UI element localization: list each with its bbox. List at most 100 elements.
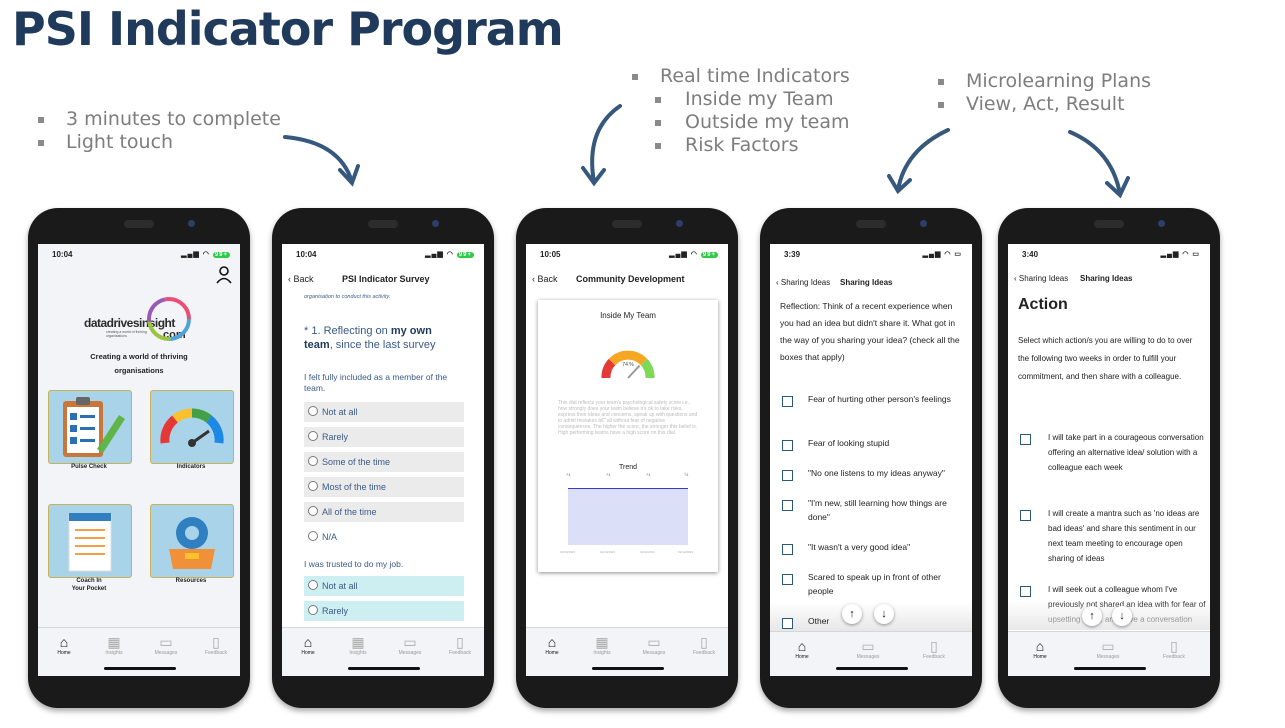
scroll-up-button[interactable]: ↑ [1082,606,1102,626]
tile-pulse-check[interactable] [48,390,132,464]
calculator-icon: ▦ [107,634,121,650]
checkbox[interactable] [1020,434,1031,445]
tab-messages[interactable]: ▭Messages [634,634,674,656]
tab-label: Feedback [449,650,471,656]
checkbox[interactable] [782,396,793,407]
status-icons: ▂▄▆ ◠ 99+ [181,251,230,258]
psi-gauge [601,350,655,379]
tab-bar: ⌂Home ▭Messages ▯Feedback [1008,631,1210,676]
radio-circle [308,456,318,466]
tab-feedback[interactable]: ▯Feedback [196,634,236,656]
home-indicator [348,667,420,670]
radio-option[interactable]: Most of the time [304,477,464,497]
trend-point-label: 74 [646,472,651,477]
checkbox-label: "I'm new, still learning how things are … [808,498,947,522]
radio-circle [308,431,318,441]
scroll-fade [770,602,972,632]
arrow-to-indicators-a [590,104,622,184]
profile-icon[interactable] [216,266,232,284]
radio-option[interactable]: Some of the time [304,452,464,472]
tagline-line2: organisations [114,366,164,375]
nav-bar: ‹ Sharing Ideas Sharing Ideas [1008,274,1210,290]
checkbox[interactable] [1020,510,1031,521]
checkbox[interactable] [782,618,793,629]
checkbox[interactable] [782,470,793,481]
tab-insights[interactable]: ▦Insights [582,634,622,656]
home-icon: ⌂ [303,634,313,650]
nav-title: Sharing Ideas [1080,274,1133,283]
tab-home[interactable]: ⌂Home [782,638,822,660]
trend-point-label: 74 [566,472,571,477]
radio-circle [308,531,318,541]
checkbox[interactable] [782,500,793,511]
tab-label: Feedback [693,650,715,656]
tab-label: Insights [105,650,123,656]
back-button[interactable]: ‹ Sharing Ideas [1014,274,1068,283]
trend-chart [568,488,688,545]
front-camera [188,220,195,227]
radio-option[interactable]: Rarely [304,427,464,447]
checkbox[interactable] [782,440,793,451]
tab-feedback[interactable]: ▯Feedback [914,638,954,660]
radio-circle [308,605,318,615]
checkbox-label: Scared to speak up in front of other peo… [808,572,941,596]
indicator-card: Inside My Team 74 % This dial reflects y… [538,300,718,572]
tile-label-pulse-check: Pulse Check [71,464,107,470]
option-label: Not at all [322,581,358,591]
tab-feedback[interactable]: ▯Feedback [1154,638,1194,660]
tile-label-coach-2: Your Pocket [71,586,107,592]
back-button[interactable]: ‹ Back [532,274,558,284]
tab-feedback[interactable]: ▯Feedback [440,634,480,656]
notepad-icon [68,513,112,572]
checkbox[interactable] [1020,586,1031,597]
tab-home[interactable]: ⌂Home [532,634,572,656]
bullet-item: Real time Indicators [630,65,850,88]
status-icons: ▂▄▆ ◠ ▭ [922,251,962,258]
scroll-up-button[interactable]: ↑ [842,604,862,624]
tile-resources[interactable] [150,504,234,578]
question-bold: team [304,339,330,351]
radio-option[interactable]: N/A [304,527,464,547]
screen-survey: 10:04 ▂▄▆ ◠ 99+ ‹ Back PSI Indicator Sur… [282,244,484,676]
back-button[interactable]: ‹ Back [288,274,314,284]
tab-insights[interactable]: ▦Insights [338,634,378,656]
back-label: Back [293,274,314,284]
checkbox[interactable] [782,574,793,585]
radio-circle [308,506,318,516]
calculator-icon: ▦ [595,634,609,650]
tile-indicators[interactable] [150,390,234,464]
arrow-to-microlearning-a [896,128,950,192]
checkbox[interactable] [782,544,793,555]
radio-option[interactable]: Not at all [304,402,464,422]
tab-home[interactable]: ⌂Home [44,634,84,656]
tab-insights[interactable]: ▦Insights [94,634,134,656]
screen-action: 3:40 ▂▄▆ ◠ ▭ ‹ Sharing Ideas Sharing Ide… [1008,244,1210,676]
bullet-item: 3 minutes to complete [36,108,281,131]
scroll-down-button[interactable]: ↓ [874,604,894,624]
radio-option[interactable]: Rarely [304,601,464,621]
status-bar: 10:05 ▂▄▆ ◠ 99+ [540,250,718,262]
tab-home[interactable]: ⌂Home [288,634,328,656]
tab-messages[interactable]: ▭Messages [390,634,430,656]
front-camera [676,220,683,227]
bullet-list-survey: 3 minutes to complete Light touch [36,108,281,154]
phone-home: 10:04 ▂▄▆ ◠ 99+ datadrivesinsight .com c… [28,208,250,708]
radio-option[interactable]: Not at all [304,576,464,596]
tab-home[interactable]: ⌂Home [1020,638,1060,660]
scroll-down-button[interactable]: ↓ [1112,606,1132,626]
arrow-to-survey [283,135,354,184]
radio-option[interactable]: All of the time [304,502,464,522]
phone-sharing-ideas-action: 3:40 ▂▄▆ ◠ ▭ ‹ Sharing Ideas Sharing Ide… [998,208,1220,708]
trend-date: 01/09/2023 [560,550,576,554]
tile-label-coach-1: Coach In [76,578,102,584]
nav-bar: ‹ Back Community Development [526,274,728,290]
tab-messages[interactable]: ▭Messages [1088,638,1128,660]
tab-feedback[interactable]: ▯Feedback [684,634,724,656]
tile-coach[interactable] [48,504,132,578]
tab-messages[interactable]: ▭Messages [146,634,186,656]
tab-messages[interactable]: ▭Messages [848,638,888,660]
radio-circle [308,580,318,590]
back-button[interactable]: ‹ Sharing Ideas [776,278,830,287]
front-camera [432,220,439,227]
logo-tagline: creating a world of thriving organisatio… [106,330,147,338]
